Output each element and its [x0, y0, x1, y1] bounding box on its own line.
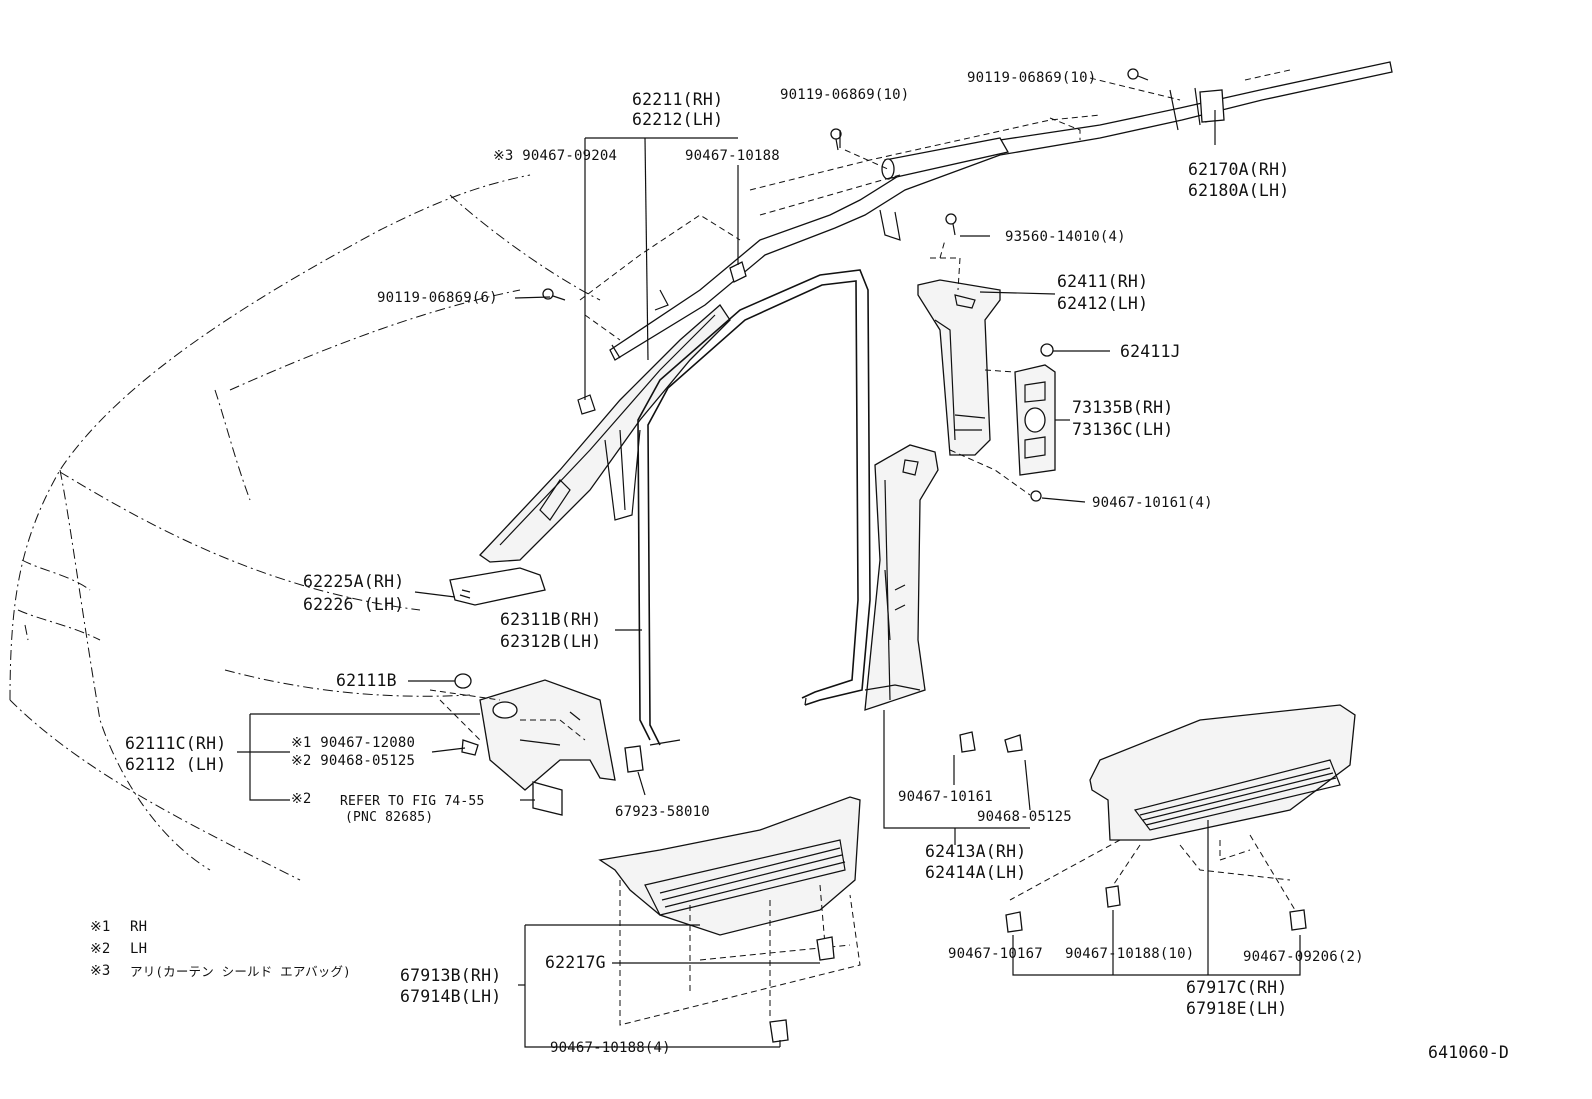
- part-label-73136c: 73136C(LH): [1072, 420, 1174, 439]
- part-label-67917c: 67917C(RH): [1186, 978, 1288, 997]
- part-label-90467-09204: ※3 90467-09204: [493, 148, 618, 164]
- screw-icon: [542, 288, 566, 301]
- cowl-side-trim: [429, 679, 616, 791]
- part-label-62311b: 62311B(RH): [500, 610, 602, 629]
- clip-icon: [1040, 343, 1054, 357]
- front-scuff-plate: [598, 796, 861, 1026]
- part-label-62170a: 62170A(RH): [1188, 160, 1290, 179]
- clip-icon: [1030, 490, 1042, 502]
- part-label-90467-12080: ※1 90467-12080: [291, 735, 416, 751]
- refer-note: REFER TO FIG 74-55: [340, 794, 485, 809]
- part-label-62411: 62411(RH): [1057, 272, 1149, 291]
- part-label-62112: 62112 (LH): [125, 755, 227, 774]
- roof-rail-dashes: [579, 69, 1291, 341]
- part-label-62212: 62212(LH): [632, 110, 724, 129]
- door-opening-weatherstrip: [637, 269, 871, 746]
- clip-icon: [1005, 911, 1023, 933]
- part-label-62111c: 62111C(RH): [125, 734, 227, 753]
- part-label-62413a: 62413A(RH): [925, 842, 1027, 861]
- legend-text-3: アリ(カーテン シールド エアバッグ): [130, 964, 351, 979]
- diagram-id: 641060-D: [1428, 1043, 1510, 1062]
- part-label-62217g: 62217G: [545, 953, 606, 972]
- clip-icon: [1105, 885, 1121, 908]
- seat-belt-anchor-cover: [949, 364, 1056, 496]
- part-label-62312b: 62312B(LH): [500, 632, 602, 651]
- legend-text-2: LH: [130, 941, 148, 957]
- part-label-90119-06869-10b: 90119-06869(10): [967, 70, 1097, 86]
- car-body-outline: [9, 174, 601, 881]
- part-label-62111b: 62111B: [336, 671, 397, 690]
- fastener-icons: [454, 68, 1307, 1043]
- part-label-62225a: 62225A(RH): [303, 572, 405, 591]
- part-label-90468-05125-b: 90468-05125: [977, 809, 1072, 825]
- rear-scuff-plate: [1009, 704, 1356, 911]
- part-label-90467-10188-4: 90467-10188(4): [550, 1040, 671, 1056]
- part-label-93560-14010: 93560-14010(4): [1005, 229, 1126, 245]
- legend-mark-3: ※3: [90, 963, 111, 979]
- leader-lines: [237, 110, 1301, 1048]
- part-label-90119-06869-6: 90119-06869(6): [377, 290, 498, 306]
- screw-icon: [945, 213, 957, 236]
- front-pillar-garnish: [479, 304, 731, 563]
- roof-side-rail-assembly: [609, 61, 1393, 361]
- part-label-67918e: 67918E(LH): [1186, 999, 1288, 1018]
- part-label-90119-06869-10a: 90119-06869(10): [780, 87, 910, 103]
- clip-icon: [769, 1019, 789, 1043]
- refer-tag-icon: [532, 781, 563, 816]
- clip-icon: [454, 673, 472, 689]
- part-label-90468-05125-a: ※2 90468-05125: [291, 753, 416, 769]
- part-label-90467-10188-10: 90467-10188(10): [1065, 946, 1195, 962]
- refer-mark: ※2: [291, 791, 312, 807]
- legend-mark-1: ※1: [90, 919, 111, 935]
- clip-icon: [1004, 734, 1023, 753]
- part-label-67914b: 67914B(LH): [400, 987, 502, 1006]
- screw-icon: [830, 128, 842, 151]
- screw-icon: [1127, 68, 1149, 81]
- part-label-73135b: 73135B(RH): [1072, 398, 1174, 417]
- part-label-62411j: 62411J: [1120, 342, 1181, 361]
- part-label-90467-10188: 90467-10188: [685, 148, 780, 164]
- part-label-90467-10161-4: 90467-10161(4): [1092, 495, 1213, 511]
- legend-mark-2: ※2: [90, 941, 111, 957]
- legend-text-1: RH: [130, 919, 148, 935]
- center-pillar-lower-garnish: [864, 444, 939, 711]
- clip-icon: [624, 745, 644, 773]
- part-label-62226: 62226 (LH): [303, 595, 405, 614]
- clip-icon: [959, 731, 976, 753]
- part-label-62414a: 62414A(LH): [925, 863, 1027, 882]
- part-label-90467-10161: 90467-10161: [898, 789, 993, 805]
- refer-pnc: (PNC 82685): [345, 810, 434, 825]
- clip-icon: [1289, 909, 1307, 931]
- part-label-62180a: 62180A(LH): [1188, 181, 1290, 200]
- part-label-67923-58010: 67923-58010: [615, 804, 710, 820]
- part-label-90467-09206-2: 90467-09206(2): [1243, 949, 1364, 965]
- clip-icon: [816, 936, 835, 961]
- part-label-62211: 62211(RH): [632, 90, 724, 109]
- part-label-90467-10167: 90467-10167: [948, 946, 1043, 962]
- center-pillar-upper-garnish: [917, 239, 1001, 456]
- part-label-67913b: 67913B(RH): [400, 966, 502, 985]
- part-label-62412: 62412(LH): [1057, 294, 1149, 313]
- front-pillar-cover: [449, 567, 546, 606]
